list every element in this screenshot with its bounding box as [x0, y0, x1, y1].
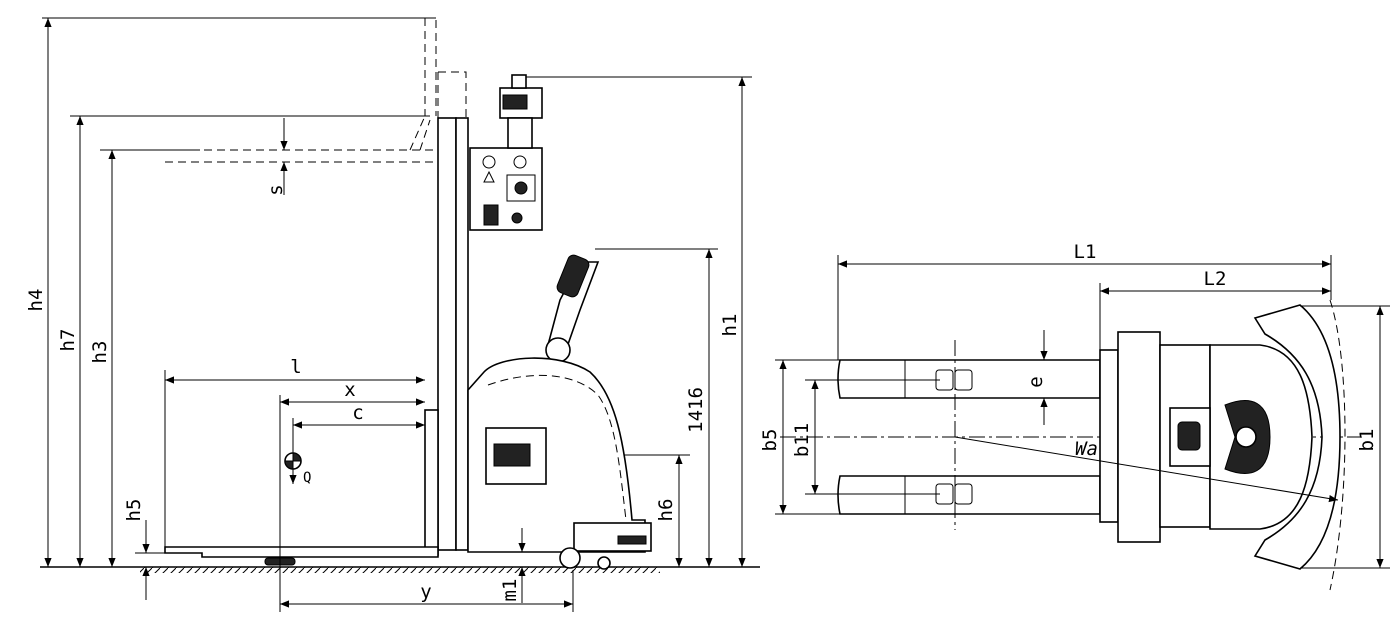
steering-unit	[1177, 421, 1201, 451]
key-switch-box	[506, 174, 536, 202]
carriage-plate	[1099, 349, 1119, 523]
q-label: Q	[303, 470, 311, 486]
wa-line	[954, 436, 1339, 503]
h-1416-label: 1416	[685, 387, 707, 433]
turning-arc	[1329, 299, 1346, 591]
load-center-quadrant	[284, 452, 302, 470]
l1-label: L1	[1074, 241, 1097, 263]
light-top	[511, 74, 527, 89]
e-label: e	[1025, 376, 1047, 387]
tiller-head	[556, 254, 590, 298]
b5-label: b5	[759, 429, 781, 452]
fork	[164, 546, 439, 558]
m1-label: m1	[499, 579, 521, 602]
rear-platform	[1253, 304, 1341, 570]
h7-label: h7	[57, 329, 79, 352]
fork-upper	[837, 359, 1101, 399]
control-knob-right	[513, 155, 527, 169]
light-grille	[502, 94, 528, 110]
platform-step	[617, 535, 647, 545]
truck-body	[467, 357, 646, 553]
drive-wheel	[559, 547, 581, 569]
operator-control	[1235, 426, 1257, 448]
light-stem	[507, 117, 533, 149]
b11-label: b11	[791, 423, 813, 457]
mast	[437, 117, 457, 551]
caster-wheel	[597, 556, 611, 570]
y-label: y	[420, 581, 431, 603]
control-knob-left	[482, 155, 496, 169]
side-view: h4 h7 h3 s l x c Q h5 y m1	[25, 17, 760, 612]
mast-frame-top	[1117, 331, 1161, 543]
l2-label: L2	[1204, 268, 1227, 290]
display-box	[483, 204, 499, 226]
s-label: s	[265, 184, 287, 195]
battery-indicator	[493, 443, 531, 467]
raised-fork-outline	[165, 115, 436, 163]
h4-label: h4	[25, 289, 47, 312]
fork-lower	[837, 475, 1101, 515]
ground-hatch	[140, 567, 660, 573]
truck-body-inner	[487, 374, 627, 521]
b1-label: b1	[1356, 429, 1378, 452]
h3-label: h3	[89, 341, 111, 364]
c-label: c	[352, 402, 363, 424]
load-backrest	[424, 409, 439, 556]
l-label: l	[290, 356, 301, 378]
wa-label: Wa	[1075, 438, 1098, 460]
top-view: L1 L2 e b5 b11 Wa b1	[759, 241, 1390, 591]
emergency-stop-icon	[511, 212, 523, 224]
x-label: x	[344, 379, 355, 401]
fork-lower-roller-2	[954, 483, 973, 505]
h6-label: h6	[655, 499, 677, 522]
h5-label: h5	[123, 499, 145, 522]
warning-icon	[483, 170, 495, 183]
control-panel	[469, 147, 543, 231]
key-switch-icon	[514, 181, 528, 195]
mast-inner	[455, 117, 469, 551]
h1-label: h1	[719, 314, 741, 337]
